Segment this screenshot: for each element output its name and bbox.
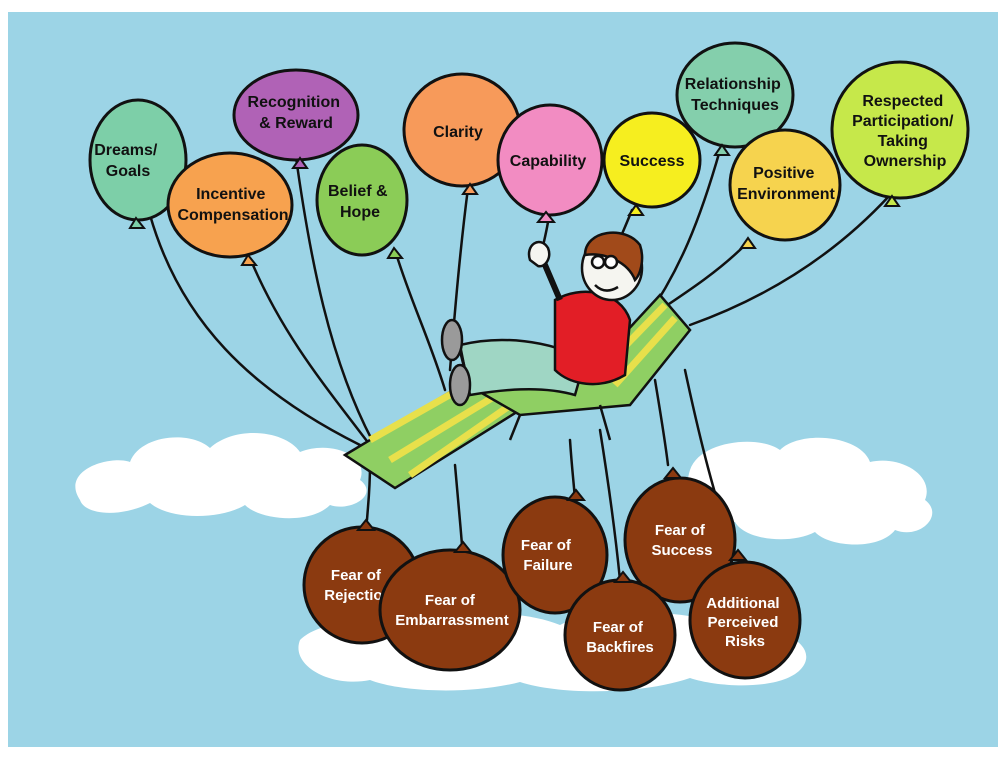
balloon-positive-line-1: Positive [753,165,814,182]
balloons: Dreams/ Goals Incentive Compensation Rec… [88,41,970,266]
balloon-dreams-line-2: Goals [106,163,151,180]
balloon-incentive-line-1: Incentive [196,186,265,203]
cloud-right [687,437,933,545]
man-in-lounge-chair [342,231,692,490]
balloon-incentive-line-2: Compensation [177,207,288,224]
shirt [553,290,632,386]
weight-backfires-line-2: Backfires [586,639,654,656]
balloon-dreams-goals: Dreams/ Goals [88,98,188,229]
svg-text:Fear of Backfires: Fear of Backfires [586,619,654,656]
weight-backfires-line-1: Fear of [593,619,644,636]
svg-text:Respected Participatio: Respected Participation/ Taking Ownershi… [852,93,958,170]
balloon-recognition-reward: Recognition & Reward [232,68,360,169]
svg-text:Fear of Failure: Fear of Failure [521,537,575,574]
balloon-relationship-line-1: Relationship [685,76,781,93]
balloon-respected-line-1: Respected [862,93,943,110]
weight-additional-line-1: Additional [706,595,779,612]
svg-text:Fear of Success: Fear of Success [652,522,713,559]
balloon-capability-label: Capability [510,153,587,170]
svg-text:Recognition & Reward: Recognition & Reward [248,94,345,132]
weight-additional-perceived-risks: Additional Perceived Risks [688,548,802,680]
balloon-belief-line-2: Hope [340,204,380,221]
svg-text:Additional Perceived: Additional Perceived Risks [706,595,784,650]
balloon-belief-hope: Belief & Hope [315,143,409,259]
balloon-incentive-compensation: Incentive Compensation [166,151,294,266]
balloon-respected-participation: Respected Participation/ Taking Ownershi… [830,60,970,207]
balloon-respected-line-4: Ownership [864,153,947,170]
balloon-clarity-label: Clarity [433,124,483,141]
balloon-respected-line-3: Taking [878,133,928,150]
balloon-positive-line-2: Environment [737,186,835,203]
weight-rejection-line-1: Fear of [331,567,382,584]
svg-text:Fear of Embarrassment: Fear of Embarrassment [395,592,508,629]
hand [527,240,551,268]
balloon-recognition-line-1: Recognition [248,94,340,111]
balloon-dreams-line-1: Dreams/ [94,142,158,159]
weight-failure-line-2: Failure [523,557,572,574]
weight-fear-of-success: Fear of Success [623,466,737,604]
svg-text:Belief & Hope: Belief & Hope [328,183,392,221]
svg-text:Relationship Technique: Relationship Techniques [685,76,785,114]
weight-fear-of-rejection: Fear of Rejection [302,518,422,645]
balloon-recognition-line-2: & Reward [259,115,333,132]
weight-rejection-line-2: Rejection [324,587,392,604]
svg-text:Positive Environment: Positive Environment [737,165,835,203]
weight-fear-of-failure: Fear of Failure [501,488,609,615]
weight-failure-line-1: Fear of [521,537,572,554]
weight-fear-of-embarrassment: Fear of Embarrassment [378,540,522,672]
svg-text:Incentive Compensation: Incentive Compensation [177,186,288,224]
balloon-relationship-line-2: Techniques [691,97,779,114]
weight-additional-line-3: Risks [725,633,765,650]
weight-success-line-1: Fear of [655,522,706,539]
balloon-success: Success [602,111,702,216]
balloon-positive-environment: Positive Environment [728,128,842,249]
balloon-relationship-techniques: Relationship Techniques [675,41,795,156]
svg-text:Dreams/ Goals: Dreams/ Goals [94,142,162,180]
cloud-left [75,432,367,519]
weight-embarrassment-line-2: Embarrassment [395,612,508,629]
weight-success-line-2: Success [652,542,713,559]
weight-additional-line-2: Perceived [707,614,778,631]
balloon-capability: Capability [496,103,604,223]
clouds [75,432,933,692]
weight-fear-of-backfires: Fear of Backfires [563,570,677,692]
balloon-belief-line-1: Belief & [328,183,388,200]
balloon-success-label: Success [620,153,685,170]
weight-embarrassment-line-1: Fear of [425,592,476,609]
fear-weights: Fear of Rejection Fear of Embarrassment … [302,466,802,692]
balloon-respected-line-2: Participation/ [852,113,954,130]
man [440,231,644,407]
svg-text:Fear of Rejection: Fear of Rejection [324,567,392,604]
